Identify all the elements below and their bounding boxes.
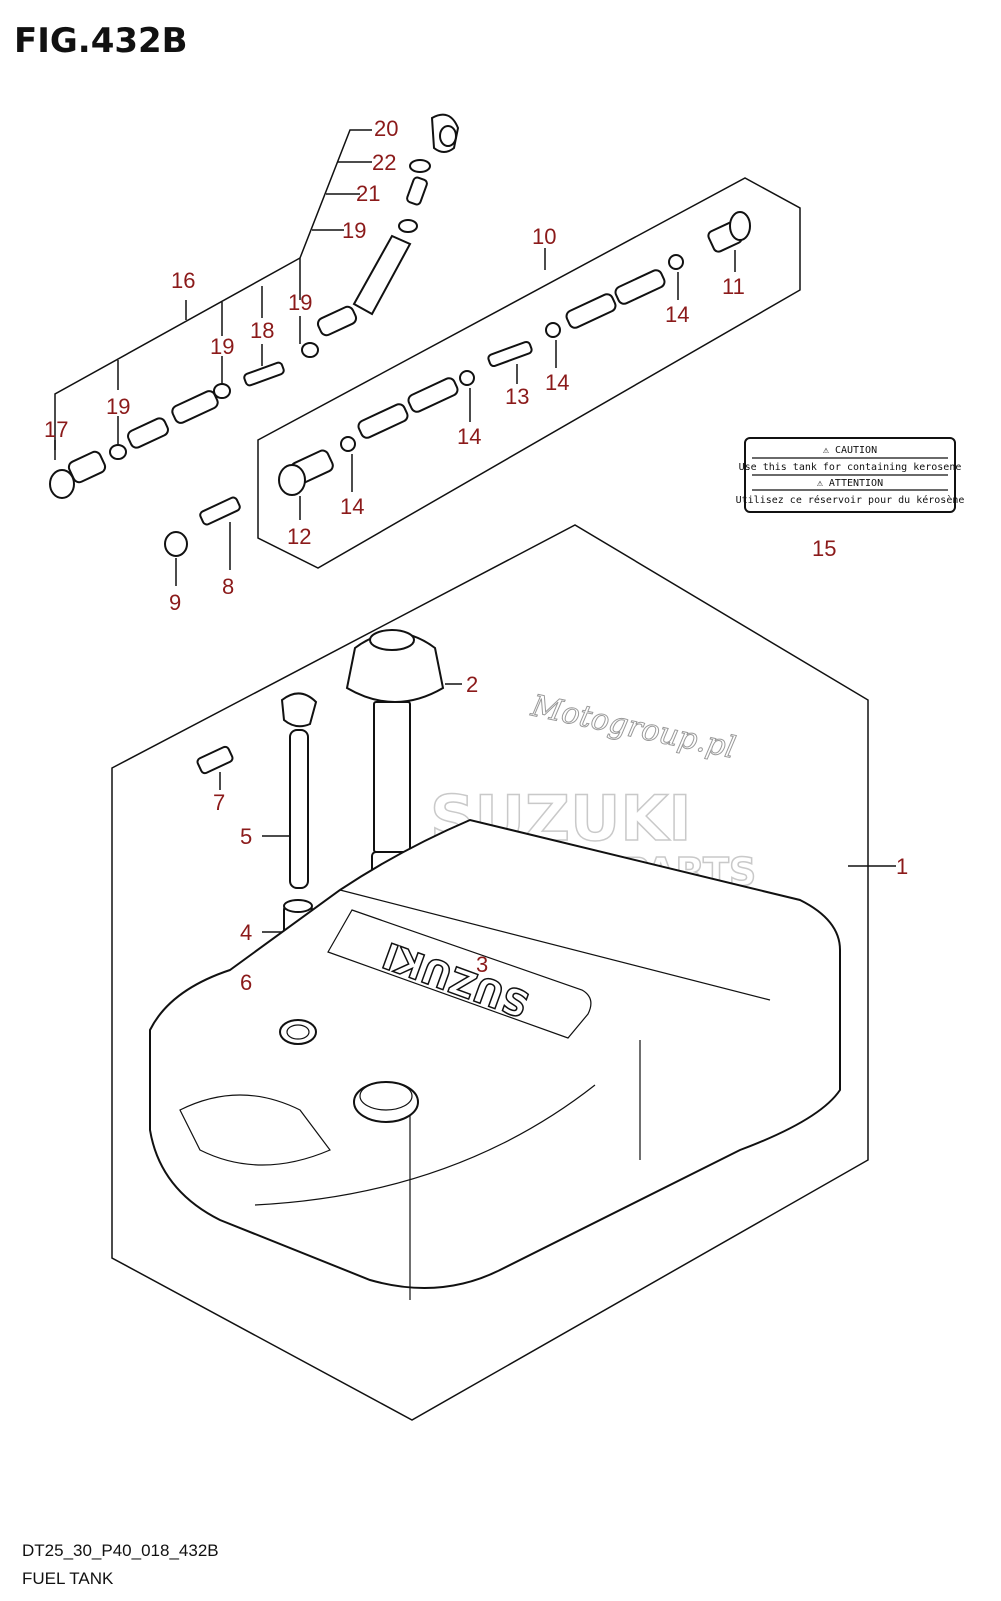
callout-12: 12 <box>287 524 311 549</box>
figure-title: FIG.432B <box>14 21 188 61</box>
callout-13: 13 <box>505 384 529 409</box>
callout-20: 20 <box>374 116 398 141</box>
callout-14b: 14 <box>545 370 569 395</box>
callout-9: 9 <box>169 590 181 615</box>
fuel-hose-kit <box>278 211 751 520</box>
callout-15: 15 <box>812 536 836 561</box>
fuel-tank: SUZUKI <box>149 818 896 1300</box>
callout-19d: 19 <box>342 218 366 243</box>
watermark-site: Motogroup.pl <box>527 688 738 766</box>
callout-5: 5 <box>240 824 252 849</box>
callout-14c: 14 <box>457 424 481 449</box>
hose-kit-outline <box>257 177 801 569</box>
plug-7 <box>196 745 234 790</box>
primer-hose-assembly <box>49 113 460 499</box>
callout-6: 6 <box>240 970 252 995</box>
callout-17: 17 <box>44 417 68 442</box>
callout-21: 21 <box>356 181 380 206</box>
fitting-and-nut <box>164 496 241 586</box>
callout-7: 7 <box>213 790 225 815</box>
caution-line-1: ⚠ CAUTION <box>823 445 877 456</box>
callout-19a: 19 <box>288 290 312 315</box>
callout-11: 11 <box>722 274 745 299</box>
callout-19b: 19 <box>210 334 234 359</box>
footer-code: DT25_30_P40_018_432B <box>22 1541 219 1560</box>
footer-name: FUEL TANK <box>22 1569 114 1588</box>
callout-19c: 19 <box>106 394 130 419</box>
tank-assembly-outline <box>111 524 869 1421</box>
callout-3: 3 <box>476 952 488 977</box>
callout-18: 18 <box>250 318 274 343</box>
callout-14a: 14 <box>665 302 689 327</box>
callout-2: 2 <box>466 672 478 697</box>
caution-line-3: ⚠ ATTENTION <box>817 478 883 489</box>
callout-1: 1 <box>896 854 908 879</box>
callout-22: 22 <box>372 150 396 175</box>
callout-8: 8 <box>222 574 234 599</box>
breather-pipe <box>262 692 318 889</box>
callout-10: 10 <box>532 224 556 249</box>
caution-label: ⚠ CAUTION Use this tank for containing k… <box>736 437 965 513</box>
caution-line-4: Utilisez ce réservoir pour du kérosène <box>736 494 965 506</box>
callout-14d: 14 <box>340 494 364 519</box>
callout-numbers: 1 2 3 4 5 6 7 8 9 10 11 12 13 14 14 14 1… <box>44 116 908 995</box>
caution-line-2: Use this tank for containing kerosene <box>739 462 962 473</box>
callout-16: 16 <box>171 268 195 293</box>
callout-4: 4 <box>240 920 252 945</box>
